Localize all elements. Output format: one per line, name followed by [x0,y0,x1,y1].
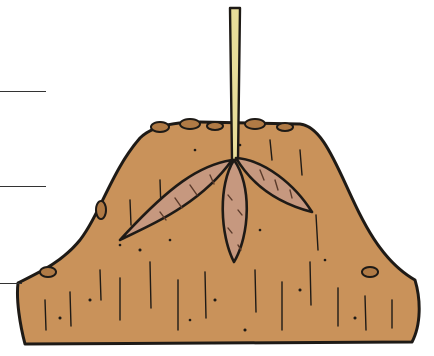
label-line-bottom [0,283,22,284]
label-line-middle [0,186,46,187]
sprout-stem [230,8,240,160]
label-line-top [0,91,46,92]
soil-mound [17,122,419,344]
